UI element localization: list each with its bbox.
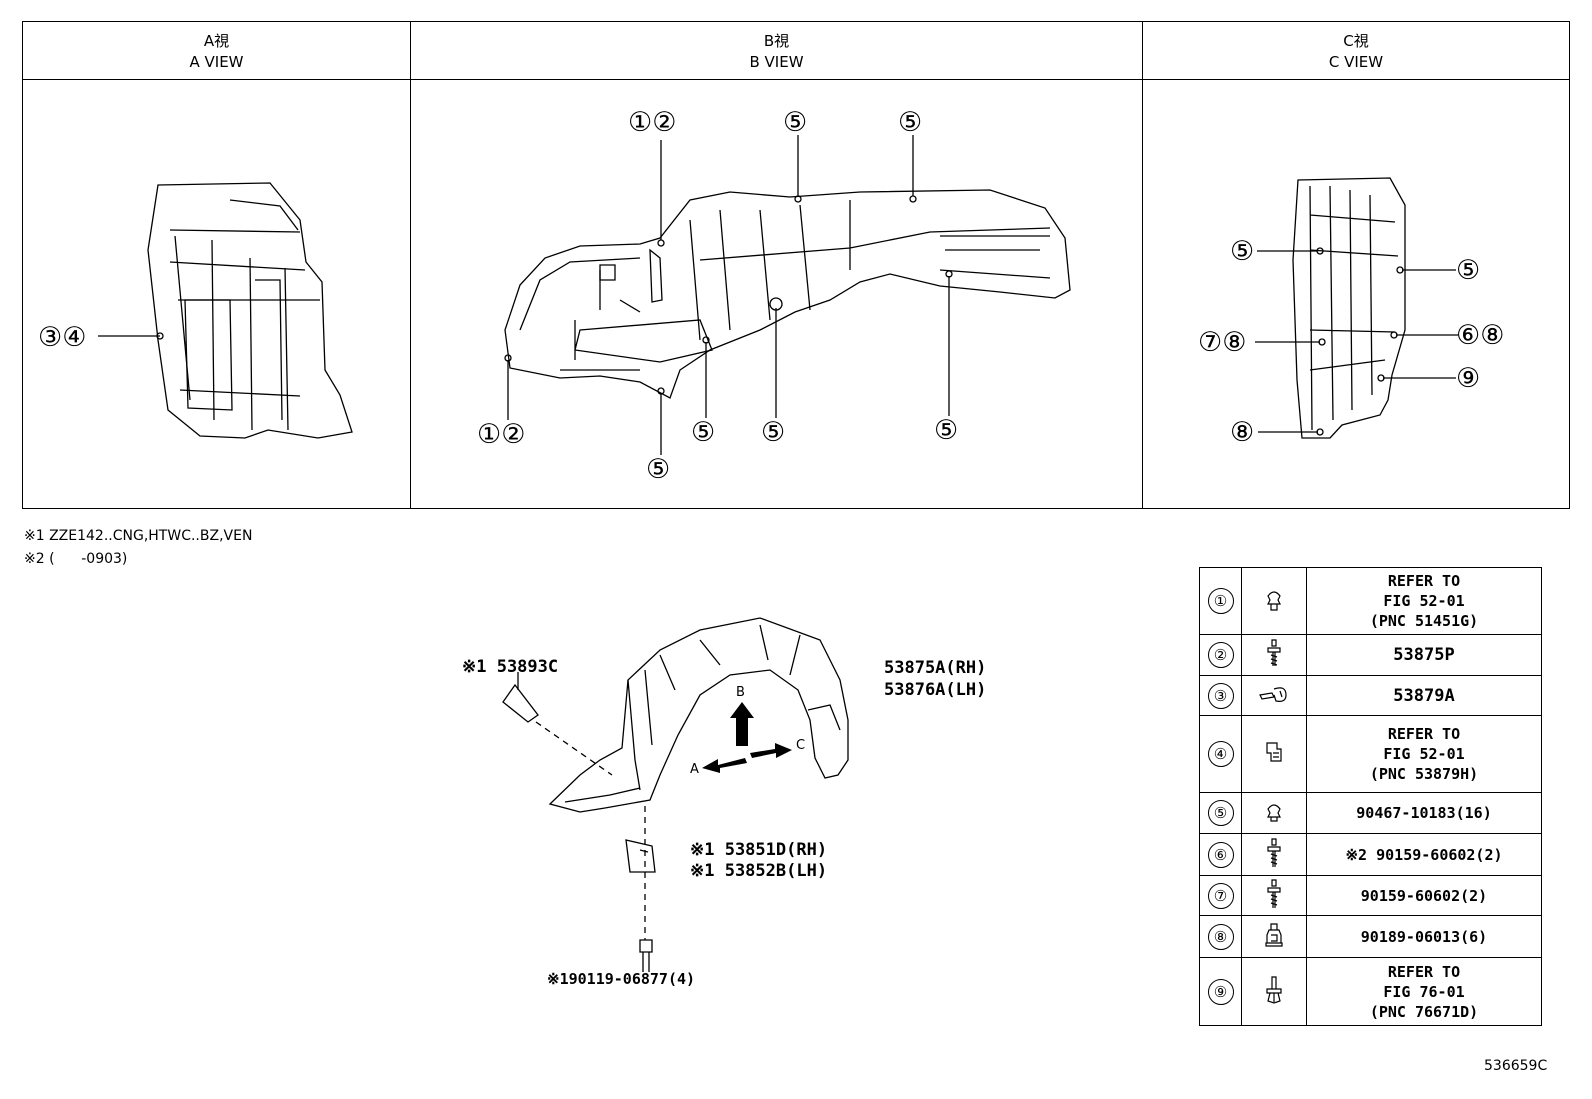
fastener-legend-table: ① REFER TO FIG 52-01 (PNC 51451G) ② 53875P… xyxy=(1199,567,1542,1026)
part-label-90119: ※190119-06877(4) xyxy=(547,970,696,988)
legend-text: REFER TO xyxy=(1387,725,1461,743)
b-view-callout-5-c: ⑤ xyxy=(646,454,671,485)
arrow-b-icon xyxy=(730,702,754,746)
part-label-53893c: ※1 53893C xyxy=(462,657,559,677)
arrow-label-a: A xyxy=(690,762,699,777)
legend-text: ※2 90159-60602(2) xyxy=(1306,833,1542,876)
legend-number: ⑤ xyxy=(1207,800,1234,826)
bolt-90119-drawing xyxy=(639,939,653,972)
legend-number: ④ xyxy=(1207,741,1234,767)
part-label-53876a: 53876A(LH) xyxy=(884,680,987,700)
b-view-callout-5-b: ⑤ xyxy=(898,107,923,138)
c-view-panel: C視 C VIEW xyxy=(1142,22,1569,508)
b-view-callout-5-f: ⑤ xyxy=(934,415,959,446)
c-view-callout-5-left: ⑤ xyxy=(1230,236,1255,267)
c-view-callout-78: ⑦⑧ xyxy=(1198,327,1247,358)
legend-text: (PNC 76671D) xyxy=(1369,1002,1479,1021)
a-view-panel: A視 A VIEW xyxy=(23,22,410,508)
clamp-icon xyxy=(1259,686,1287,702)
screw-icon xyxy=(1267,878,1281,908)
legend-row: ⑦ 90159-60602(2) xyxy=(1199,875,1542,916)
b-view-title-jp: B視 xyxy=(763,32,790,50)
b-view-callout-5-d: ⑤ xyxy=(691,417,716,448)
legend-row: ④ REFER TO FIG 52-01 (PNC 53879H) xyxy=(1199,715,1542,793)
legend-text: 53875P xyxy=(1306,634,1542,676)
b-view-title-en: B VIEW xyxy=(749,53,804,71)
b-view-callout-5-e: ⑤ xyxy=(761,417,786,448)
b-view-header: B視 B VIEW xyxy=(411,22,1142,80)
c-view-callout-8: ⑧ xyxy=(1230,417,1255,448)
bracket-53893c-drawing xyxy=(502,683,539,723)
legend-row: ⑧ 90189-06013(6) xyxy=(1199,915,1542,958)
legend-text: (PNC 51451G) xyxy=(1369,612,1479,630)
part-label-53851d: ※1 53851D(RH) xyxy=(690,840,828,860)
b-view-panel: B視 B VIEW xyxy=(410,22,1142,508)
legend-number: ② xyxy=(1207,642,1234,668)
dashed-leaders xyxy=(535,721,646,940)
legend-row: ① REFER TO FIG 52-01 (PNC 51451G) xyxy=(1199,567,1542,635)
legend-number: ③ xyxy=(1207,682,1234,709)
legend-row: ⑥ ※2 90159-60602(2) xyxy=(1199,833,1542,876)
arrow-label-b: B xyxy=(736,685,745,700)
c-view-callout-5-right: ⑤ xyxy=(1456,255,1481,286)
b-view-callout-5-a: ⑤ xyxy=(783,107,808,138)
main-liner-drawing xyxy=(502,617,849,972)
a-view-liner-drawing xyxy=(147,182,353,439)
legend-number: ⑥ xyxy=(1207,841,1234,868)
a-view-header: A視 A VIEW xyxy=(23,22,410,80)
legend-number: ⑧ xyxy=(1207,923,1234,950)
legend-text: 90159-60602(2) xyxy=(1306,875,1542,916)
figure-id: 536659C xyxy=(1484,1058,1548,1074)
legend-text: (PNC 53879H) xyxy=(1369,765,1479,783)
screw-icon xyxy=(1267,837,1281,867)
c-view-leaders xyxy=(1255,247,1458,436)
part-label-53852b: ※1 53852B(LH) xyxy=(690,861,828,881)
a-view-callout-34: ③④ xyxy=(38,322,87,353)
legend-text: FIG 52-01 xyxy=(1383,592,1465,610)
legend-number: ⑦ xyxy=(1207,882,1234,909)
legend-row: ⑤ 90467-10183(16) xyxy=(1199,792,1542,834)
arrow-c-icon xyxy=(750,743,792,758)
b-view-callout-12-bottom: ①② xyxy=(477,419,526,450)
b-view-liner-drawing xyxy=(504,189,1071,399)
c-view-title-jp: C視 xyxy=(1343,32,1369,50)
view-arrows xyxy=(702,702,792,773)
retainer-icon xyxy=(1266,742,1282,762)
views-frame: A視 A VIEW B視 B VIEW C視 C VIEW xyxy=(22,21,1570,509)
legend-text: 90189-06013(6) xyxy=(1306,915,1542,958)
clip-icon xyxy=(1267,591,1281,611)
a-view-title-jp: A視 xyxy=(203,32,230,50)
note-1: ※1 ZZE142..CNG,HTWC..BZ,VEN xyxy=(24,528,253,544)
c-view-callout-68: ⑥⑧ xyxy=(1456,320,1505,351)
legend-text: FIG 52-01 xyxy=(1383,745,1465,763)
legend-text: FIG 76-01 xyxy=(1383,982,1465,1001)
nut-icon xyxy=(1265,922,1283,947)
b-view-callout-12-top: ①② xyxy=(628,107,677,138)
clip-icon xyxy=(1267,804,1281,822)
c-view-liner-drawing xyxy=(1292,177,1406,439)
push-clip-icon xyxy=(1266,975,1282,1004)
b-view-leaders xyxy=(504,135,953,455)
legend-text: REFER TO xyxy=(1387,962,1461,981)
legend-number: ① xyxy=(1207,588,1234,614)
legend-text: 90467-10183(16) xyxy=(1306,792,1542,834)
part-label-53875a: 53875A(RH) xyxy=(884,658,987,678)
legend-text: 53879A xyxy=(1306,675,1542,716)
arrow-a-icon xyxy=(702,758,747,773)
c-view-header: C視 C VIEW xyxy=(1143,22,1569,80)
bracket-53851d-drawing xyxy=(625,839,656,873)
arrow-label-c: C xyxy=(796,738,806,753)
c-view-callout-9: ⑨ xyxy=(1456,363,1481,394)
legend-text: REFER TO xyxy=(1387,572,1461,590)
legend-row: ② 53875P xyxy=(1199,634,1542,676)
screw-icon xyxy=(1267,639,1281,666)
legend-number: ⑨ xyxy=(1207,978,1234,1005)
a-view-title-en: A VIEW xyxy=(189,53,244,71)
c-view-title-en: C VIEW xyxy=(1328,53,1384,71)
note-2: ※2 ( -0903) xyxy=(24,551,128,567)
legend-row: ③ 53879A xyxy=(1199,675,1542,716)
